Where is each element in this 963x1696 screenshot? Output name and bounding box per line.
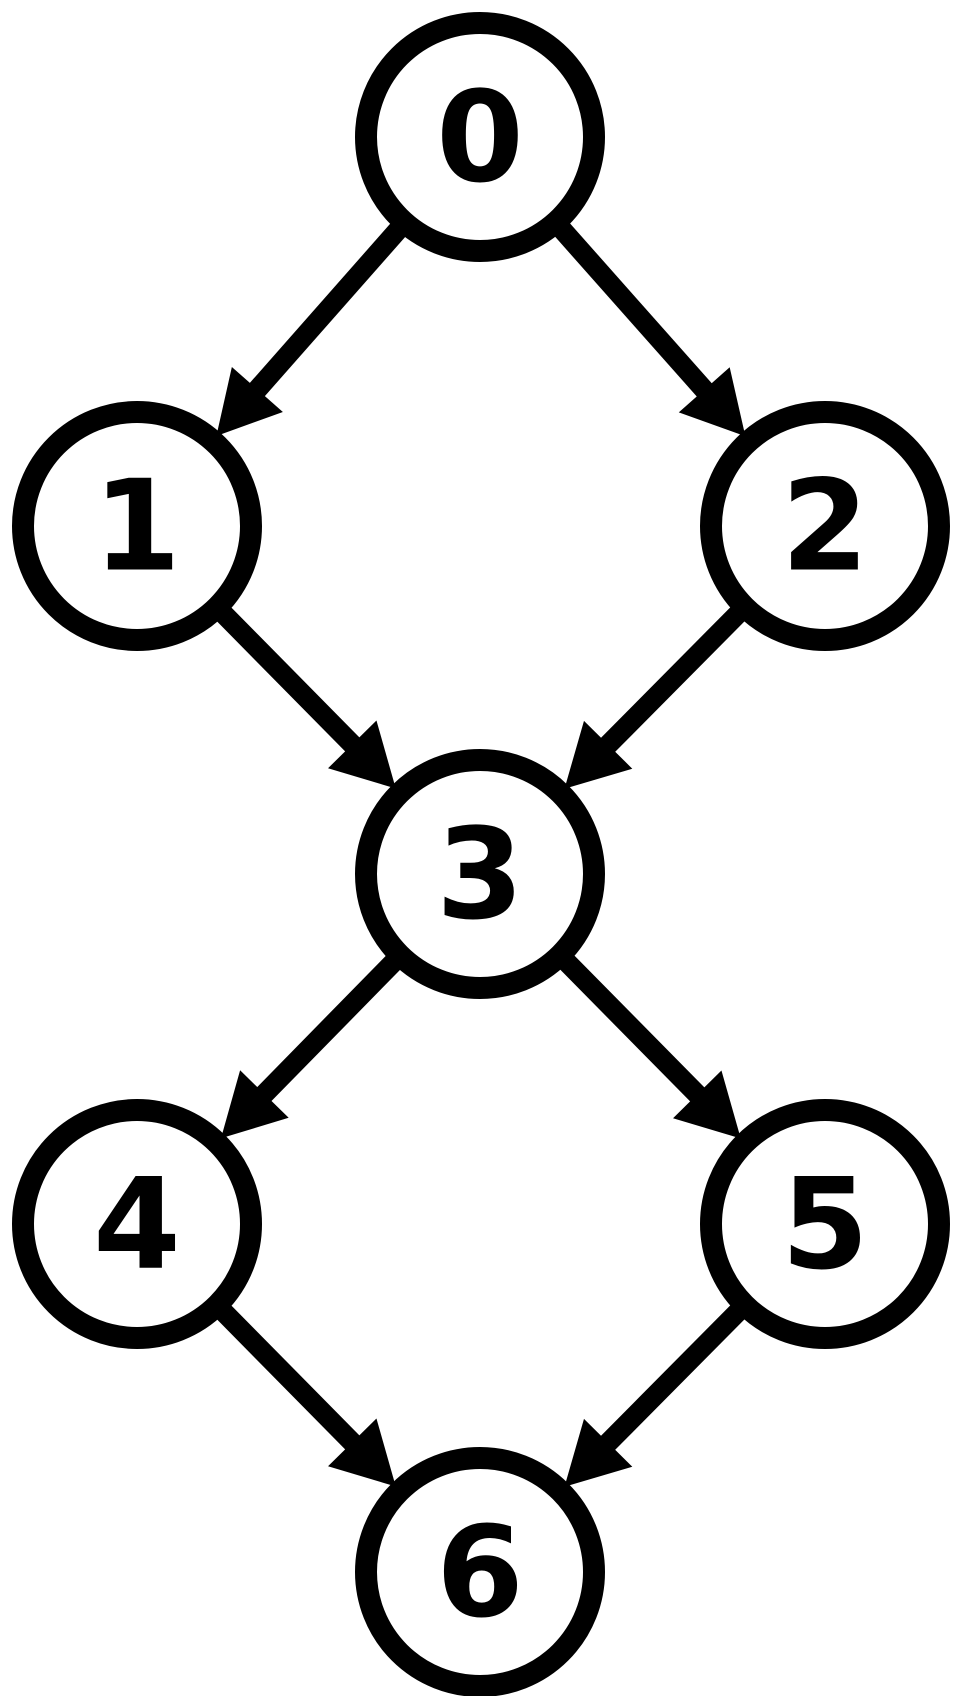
edge-2-to-3 bbox=[596, 601, 751, 757]
node-1: 1 bbox=[12, 401, 262, 651]
arrowhead-0-to-1 bbox=[216, 367, 283, 436]
arrowhead-3-to-4 bbox=[220, 1070, 289, 1139]
node-0-circle bbox=[355, 12, 605, 262]
node-5-circle bbox=[700, 1099, 950, 1349]
edge-3-to-4 bbox=[253, 949, 406, 1106]
node-3: 3 bbox=[355, 749, 605, 999]
node-2-label: 2 bbox=[781, 453, 869, 600]
arrowhead-4-to-6 bbox=[328, 1418, 396, 1487]
arrowhead-1-to-3 bbox=[328, 720, 396, 789]
node-5-label: 5 bbox=[781, 1151, 869, 1298]
edge-5-to-6 bbox=[596, 1299, 751, 1455]
edge-4-to-6 bbox=[211, 1299, 364, 1454]
edge-3-to-5 bbox=[554, 949, 709, 1106]
edge-1-to-3 bbox=[211, 601, 364, 756]
node-2-circle bbox=[700, 401, 950, 651]
node-0: 0 bbox=[355, 12, 605, 262]
arrowhead-3-to-5 bbox=[673, 1070, 741, 1139]
node-4-circle bbox=[12, 1099, 262, 1349]
node-1-circle bbox=[12, 401, 262, 651]
node-4-label: 4 bbox=[93, 1151, 181, 1298]
node-6-circle bbox=[355, 1447, 605, 1696]
node-2: 2 bbox=[700, 401, 950, 651]
nodes-layer: 0 1 2 3 4 5 6 bbox=[12, 12, 950, 1696]
edges-layer bbox=[211, 217, 751, 1487]
arrowhead-0-to-2 bbox=[678, 367, 746, 437]
node-3-circle bbox=[355, 749, 605, 999]
node-3-label: 3 bbox=[436, 801, 524, 948]
arrowhead-2-to-3 bbox=[564, 720, 633, 789]
node-5: 5 bbox=[700, 1099, 950, 1349]
edge-0-to-2 bbox=[549, 217, 716, 401]
edge-0-to-1 bbox=[245, 217, 411, 401]
node-6-label: 6 bbox=[436, 1499, 524, 1646]
node-1-label: 1 bbox=[93, 453, 181, 600]
node-6: 6 bbox=[355, 1447, 605, 1696]
node-0-label: 0 bbox=[436, 64, 524, 211]
arrowhead-5-to-6 bbox=[564, 1418, 633, 1487]
node-4: 4 bbox=[12, 1099, 262, 1349]
